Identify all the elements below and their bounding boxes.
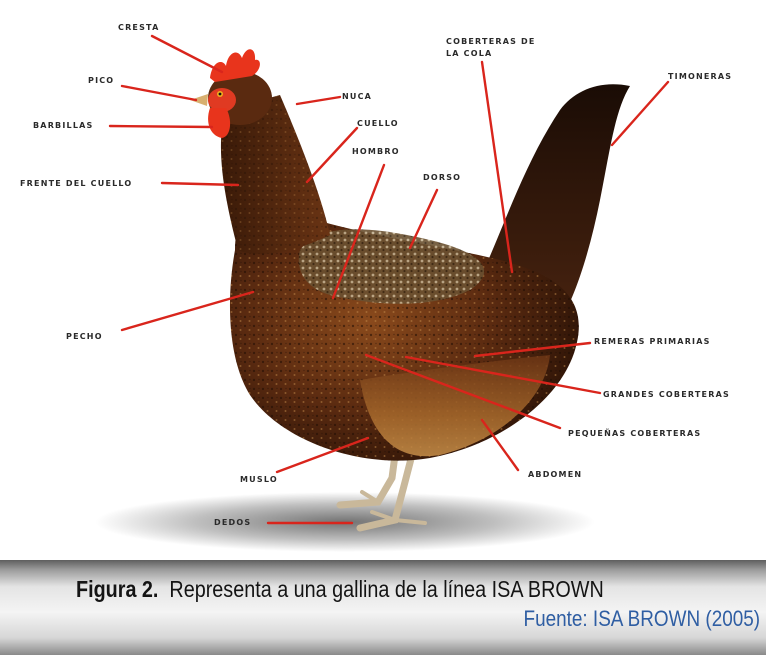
hen-anatomy-diagram: CRESTA PICO BARBILLAS FRENTE DEL CUELLO … [0,0,766,560]
label-hombro: HOMBRO [352,147,400,156]
label-dorso: DORSO [423,173,461,182]
label-remeras-primarias: REMERAS PRIMARIAS [594,337,711,346]
figure-number: Figura 2. [76,576,158,602]
label-dedos: DEDOS [214,518,251,527]
label-coberteras-cola-line2: LA COLA [446,49,492,58]
leader-cuello [307,128,357,182]
label-muslo: MUSLO [240,475,278,484]
label-cuello: CUELLO [357,119,399,128]
leader-nuca [297,97,340,104]
label-barbillas: BARBILLAS [33,121,93,130]
label-timoneras: TIMONERAS [668,72,732,81]
label-frente-cuello: FRENTE DEL CUELLO [20,179,132,188]
label-abdomen: ABDOMEN [528,470,582,479]
leader-cresta [152,36,222,72]
caption-band: Figura 2. Representa a una gallina de la… [0,560,766,655]
wattles [208,108,230,138]
leader-pico [122,86,196,100]
label-pico: PICO [88,76,114,85]
label-pequenas-coberteras: PEQUEÑAS COBERTERAS [568,428,701,438]
label-grandes-coberteras: GRANDES COBERTERAS [603,390,730,399]
figure-caption: Figura 2. Representa a una gallina de la… [76,576,604,603]
label-nuca: NUCA [342,92,372,101]
label-cresta: CRESTA [118,23,160,32]
figure-source: Fuente: ISA BROWN (2005) [523,606,760,632]
label-coberteras-cola-line1: COBERTERAS DE [446,37,536,46]
label-pecho: PECHO [66,332,103,341]
caption-text: Representa a una gallina de la línea ISA… [169,576,603,602]
leader-barbillas [110,126,212,127]
wing [299,229,484,304]
